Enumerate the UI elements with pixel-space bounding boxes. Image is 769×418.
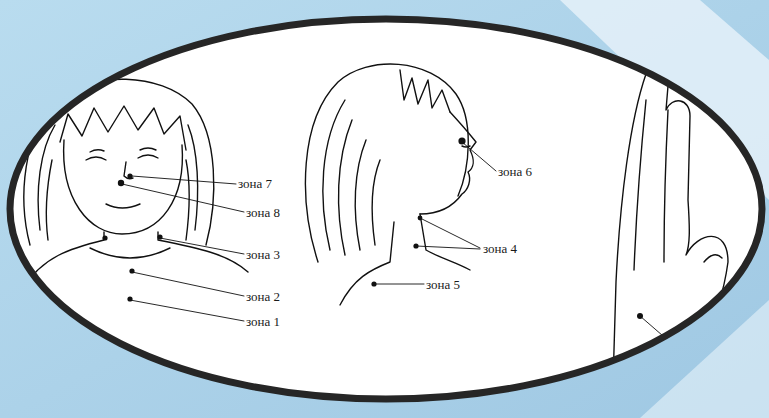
callout-label: зона 8 [246,206,280,219]
line-drawing [22,63,769,418]
hair-outline [305,64,468,262]
callout-label: зона 1 [246,315,280,328]
eyes [86,148,158,160]
hair-bangs [400,70,450,112]
callout-label: зона 6 [498,165,532,178]
eye [462,146,470,147]
hair-strands [323,100,380,255]
finger-lines [634,100,668,270]
hair-outline [24,79,214,245]
callout-label: зона 3 [246,248,280,261]
callout-label: зона 5 [426,278,460,291]
face-outline [64,140,183,234]
neck-shoulders [340,214,470,305]
callout-label: зона 7 [238,177,272,190]
zone-dots [102,137,643,319]
thumbnail [704,255,722,262]
neck-shoulders [22,232,248,290]
hair-bangs [60,106,186,150]
hair-strands [38,125,198,240]
frame-oval-border [10,19,762,399]
face-profile [420,112,476,214]
collar [90,248,170,258]
frame-oval [10,19,762,399]
callout-label: зона 2 [246,290,280,303]
nose [124,162,133,179]
callout-label: зона 4 [483,242,517,255]
mouth [106,204,140,208]
